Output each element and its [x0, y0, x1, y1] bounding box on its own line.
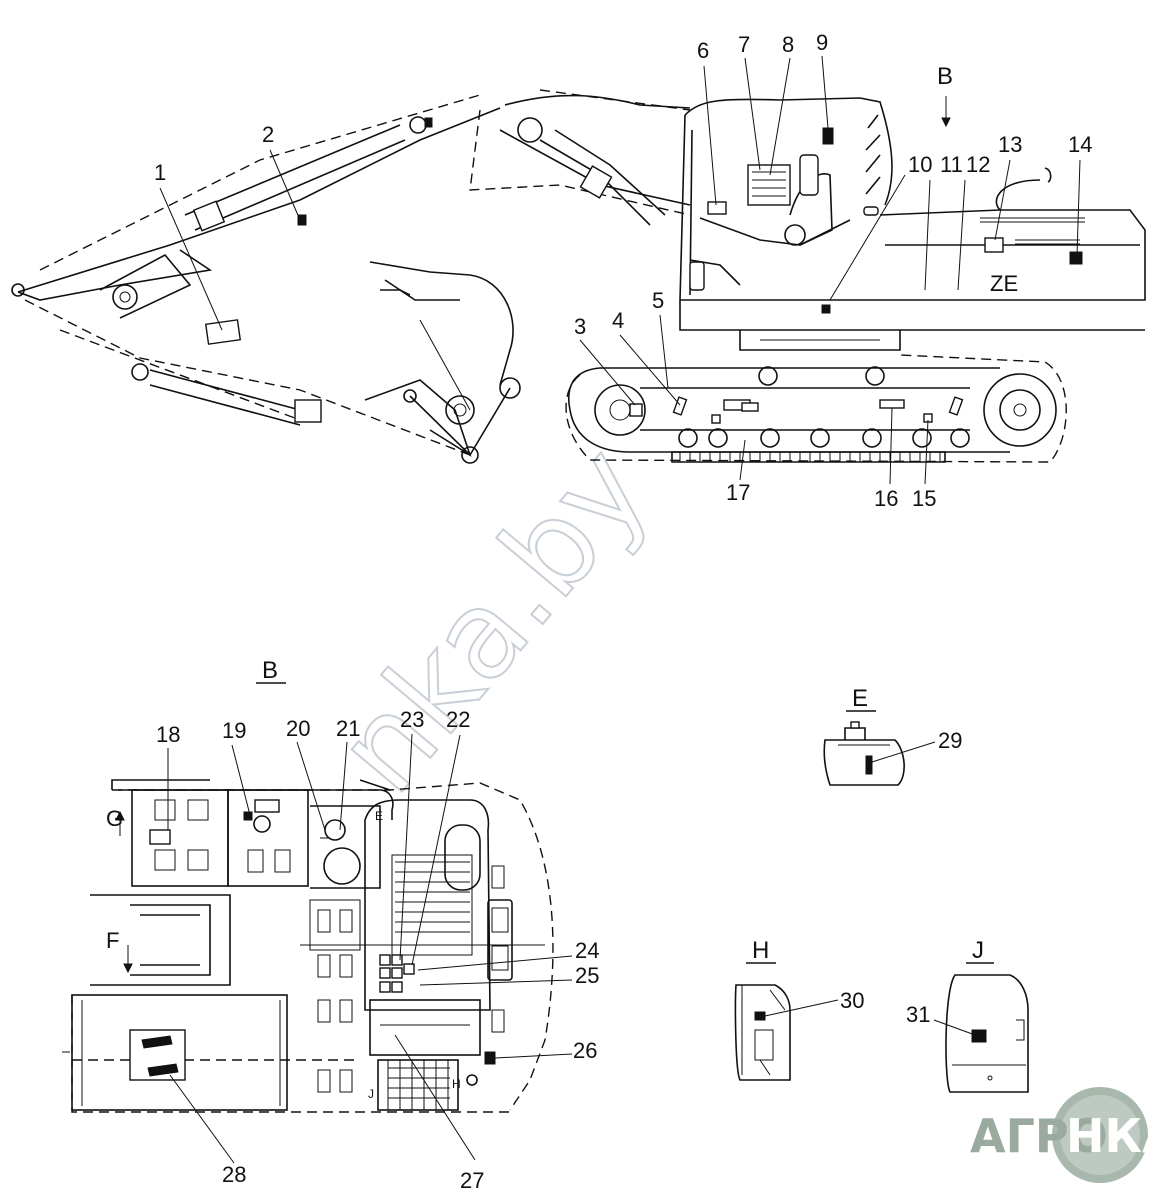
callout-19: 19: [222, 718, 246, 743]
detail-e-drawing: [823, 721, 936, 786]
top-view-outline: E H J: [62, 779, 554, 1113]
callout-11: 11: [940, 152, 963, 177]
callout-20: 20: [286, 716, 310, 741]
callout-28: 28: [222, 1162, 246, 1187]
small-label-j: J: [368, 1087, 374, 1101]
view-label-b-top: B: [937, 63, 953, 90]
leader-lines-side: [159, 55, 1081, 485]
boom-arm-assembly: [11, 89, 691, 456]
undercarriage: [565, 354, 1067, 463]
callout-27: 27: [460, 1168, 484, 1193]
callout-31: 31: [906, 1002, 930, 1027]
callout-14: 14: [1068, 132, 1092, 157]
agro-nka-logo: АГРО НКА: [970, 1087, 1167, 1183]
label-ze: ZE: [990, 271, 1018, 296]
callout-5: 5: [652, 288, 664, 313]
callout-10: 10: [908, 152, 932, 177]
watermark-text: nka.by: [311, 421, 676, 819]
callout-24: 24: [575, 938, 599, 963]
view-e-title: E: [852, 685, 868, 712]
callout-15: 15: [912, 486, 936, 511]
callout-8: 8: [782, 32, 794, 57]
callout-2: 2: [262, 122, 274, 147]
callout-22: 22: [446, 707, 470, 732]
logo-text-left: АГРО: [970, 1109, 1108, 1163]
callout-12: 12: [966, 152, 990, 177]
callout-23: 23: [400, 707, 424, 732]
callout-16: 16: [874, 486, 898, 511]
callout-6: 6: [697, 38, 709, 63]
view-label-g: G: [106, 806, 123, 831]
view-label-f: F: [106, 928, 119, 953]
callout-30: 30: [840, 988, 864, 1013]
callout-13: 13: [998, 132, 1022, 157]
logo-text-right: НКА: [1066, 1109, 1167, 1163]
callout-9: 9: [816, 30, 828, 55]
view-j-title: J: [972, 937, 984, 964]
callout-3: 3: [574, 314, 586, 339]
callout-25: 25: [575, 963, 599, 988]
callout-18: 18: [156, 722, 180, 747]
small-label-h: H: [452, 1077, 461, 1091]
leader-lines-top: [167, 733, 573, 1164]
callout-1: 1: [154, 160, 166, 185]
detail-j-drawing: [933, 974, 1029, 1093]
bucket-assembly: [364, 261, 521, 464]
callout-4: 4: [612, 308, 624, 333]
callout-17: 17: [726, 480, 750, 505]
callout-21: 21: [336, 716, 360, 741]
callout-7: 7: [738, 32, 750, 57]
callout-29: 29: [938, 728, 962, 753]
detail-h-drawing: [734, 984, 839, 1081]
view-h-title: H: [752, 937, 769, 964]
view-b-title: B: [262, 657, 278, 684]
small-label-e: E: [375, 809, 383, 823]
upper-structure: [679, 97, 1146, 351]
callout-26: 26: [573, 1038, 597, 1063]
